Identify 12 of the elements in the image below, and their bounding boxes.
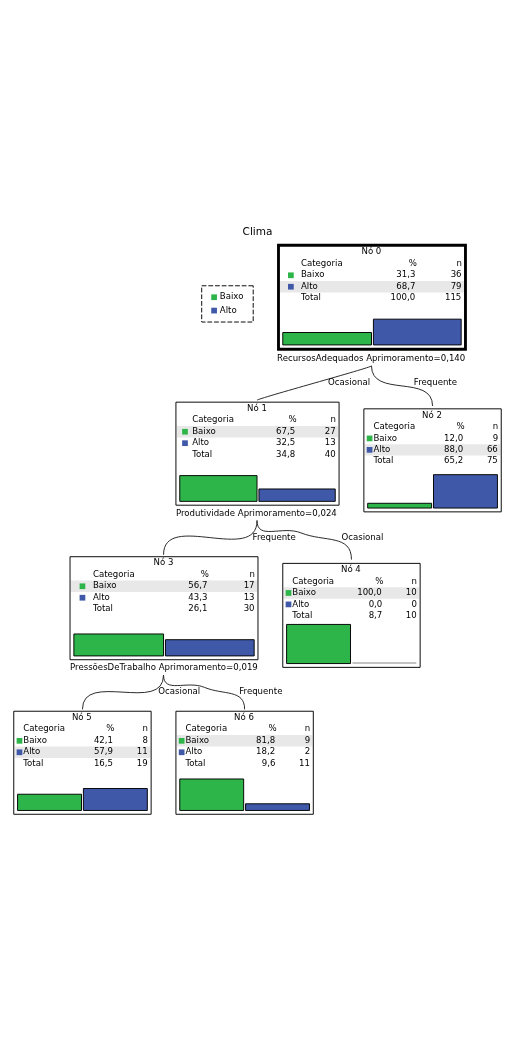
- edge-label: Ocasional: [158, 686, 201, 697]
- edge-label: Frequente: [413, 377, 457, 388]
- node-label: RecursosAdequados Aprimoramento=0,140: [277, 353, 466, 364]
- edge-label: Ocasional: [341, 531, 384, 542]
- edge-label: Frequente: [252, 531, 296, 542]
- legend-label: Baixo: [219, 291, 244, 302]
- edge-label: Frequente: [239, 686, 283, 697]
- edge-label: Ocasional: [328, 377, 371, 388]
- diagram-title: Clima: [242, 225, 273, 238]
- node-label: Produtividade Aprimoramento=0,024: [175, 507, 337, 518]
- node-label: PressõesDeTrabalho Aprimoramento=0,019: [70, 662, 258, 673]
- legend-label: Alto: [219, 304, 237, 315]
